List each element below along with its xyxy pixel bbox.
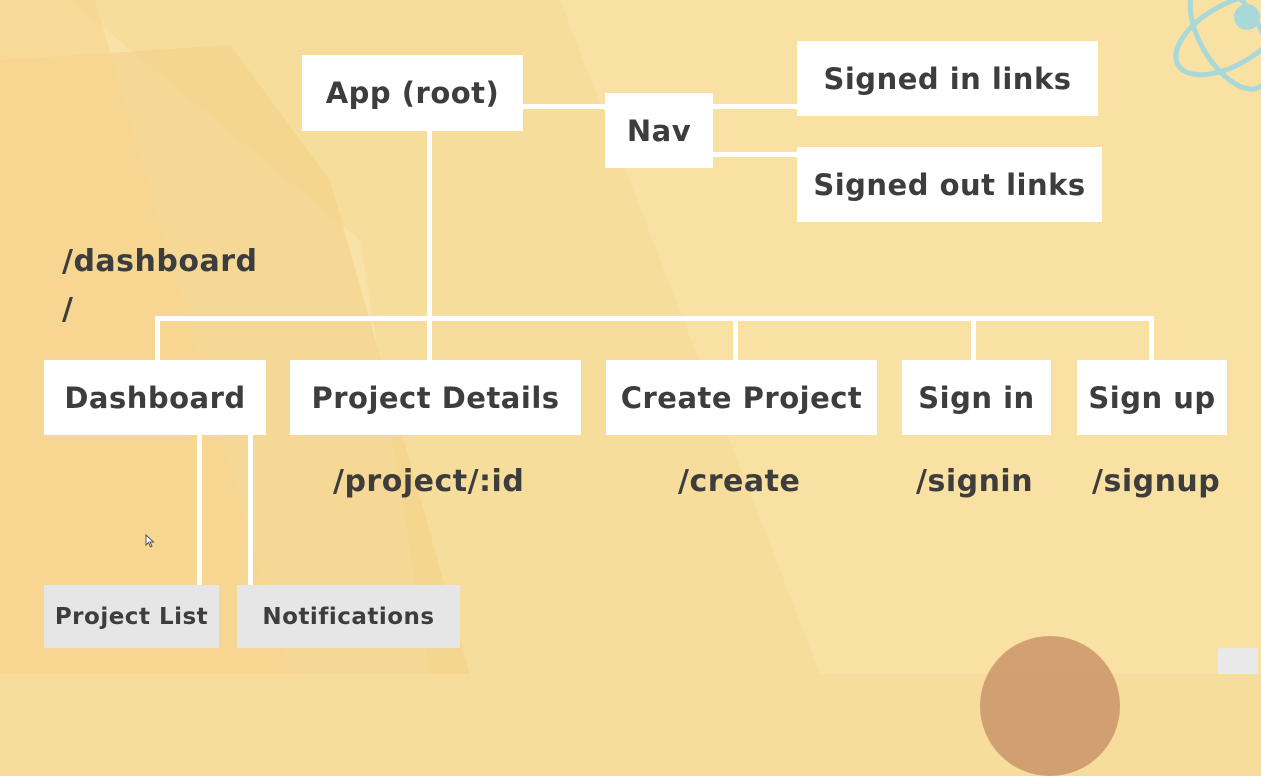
mouse-cursor-icon [145,534,155,548]
node-app-root: App (root) [302,55,523,131]
route-root: / [62,292,74,327]
connector-nav-signed-out [712,152,798,157]
node-project-details: Project Details [290,360,581,435]
route-dashboard: /dashboard [62,244,258,279]
route-signin: /signin [916,464,1034,499]
connector-nav-signed-in [712,104,798,109]
connector-sign-in [971,316,976,362]
node-notifications: Notifications [237,585,460,648]
node-sign-in: Sign in [902,360,1051,435]
node-sign-up: Sign up [1077,360,1227,435]
connector-app-trunk [427,130,432,362]
connector-notifications [248,434,253,586]
decorative-circle [980,636,1120,776]
route-signup: /signup [1092,464,1221,499]
route-create: /create [678,464,801,499]
node-project-list: Project List [44,585,219,648]
logo-icon [1218,648,1258,674]
node-signed-out-links: Signed out links [797,147,1102,222]
node-create-project: Create Project [606,360,877,435]
connector-project-list [197,434,202,586]
connector-dashboard [155,316,160,362]
connector-sign-up [1149,316,1154,362]
connector-horizontal-bus [155,316,1154,321]
node-nav: Nav [605,93,713,168]
node-signed-in-links: Signed in links [797,41,1098,116]
connector-app-nav [522,104,606,109]
route-project: /project/:id [333,464,525,499]
connector-create-project [733,316,738,362]
node-dashboard: Dashboard [44,360,266,435]
